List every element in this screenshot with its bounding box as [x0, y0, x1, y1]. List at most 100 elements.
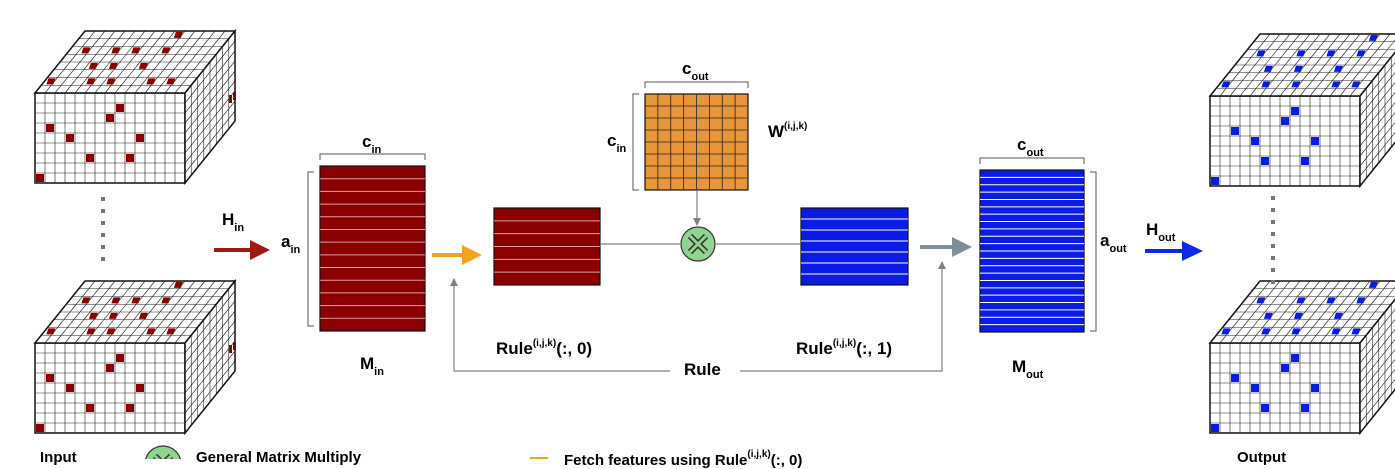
output-cube-top-active-voxel — [1261, 157, 1269, 165]
input-cube-bottom-active-voxel — [136, 384, 144, 392]
c-in-w-bracket — [632, 93, 639, 191]
input-cube-top-active-voxel — [106, 78, 116, 85]
a-in-label: ain — [281, 232, 301, 256]
output-cube-top-active-voxel — [1291, 81, 1301, 88]
legend-fetch-label: Fetch features using Rule(i,j,k)(:, 0) — [564, 449, 803, 469]
output-cube-top-active-voxel — [1301, 157, 1309, 165]
w-label: W(i,j,k) — [768, 121, 808, 141]
output-cube-bottom-active-voxel — [1291, 328, 1301, 335]
input-cube-bottom-active-voxel — [88, 312, 98, 319]
c-out-m-bracket — [979, 157, 1085, 164]
input-cube-top-active-voxel — [173, 31, 183, 38]
input-cube-bottom-active-voxel — [81, 297, 91, 304]
input-cube-bottom-active-voxel — [146, 328, 156, 335]
output-cube-top-active-voxel — [1263, 65, 1273, 72]
c-in-top-bracket — [319, 153, 426, 160]
c-out-top-bracket — [644, 81, 749, 88]
input-cube-top-active-voxel — [116, 104, 124, 112]
legend-gemm-icon — [145, 445, 181, 459]
input-cube-top-active-voxel — [108, 62, 118, 69]
output-cube-bottom-active-voxel — [1301, 404, 1309, 412]
output-cube-top-active-voxel — [1251, 137, 1259, 145]
input-cube-bottom-active-voxel — [173, 281, 183, 288]
input-cube-bottom-active-voxel — [131, 297, 141, 304]
fetch-arrow — [432, 245, 482, 265]
output-cube-top-active-voxel — [1296, 50, 1306, 57]
output-cube-top-active-voxel — [1291, 107, 1299, 115]
input-cube-bottom-active-voxel — [46, 374, 54, 382]
output-cube-top-front-face — [1209, 95, 1361, 187]
input-cube-top-active-voxel — [86, 154, 94, 162]
output-cube-bottom-active-voxel — [1263, 312, 1273, 319]
output-cube-top-active-voxel — [1351, 81, 1361, 88]
input-cube-bottom-active-voxel — [86, 404, 94, 412]
output-cube-top-active-voxel — [1231, 127, 1239, 135]
input-cube-top-active-voxel — [138, 62, 148, 69]
rule-line-left — [450, 278, 670, 372]
input-cube-bottom-active-voxel — [229, 345, 232, 353]
input-cube-bottom-front-face — [34, 342, 186, 434]
output-cube-bottom-active-voxel — [1368, 281, 1378, 288]
output-cube-bottom-active-voxel — [1221, 328, 1231, 335]
output-cube-bottom-active-voxel — [1291, 354, 1299, 362]
output-cube-bottom-front-face — [1209, 342, 1361, 434]
input-cube-top-active-voxel — [229, 95, 232, 103]
rule-label: Rule — [684, 360, 721, 379]
gemm-icon — [680, 226, 716, 262]
h-in-arrow — [214, 240, 270, 260]
m-out-matrix — [979, 169, 1085, 333]
m-in-matrix — [319, 165, 426, 332]
m-out-label: Mout — [1012, 357, 1044, 381]
input-cube-bottom-active-voxel — [111, 297, 121, 304]
output-cube-top-active-voxel — [1256, 50, 1266, 57]
output-cube-bottom-active-voxel — [1256, 297, 1266, 304]
c-out-top-label: cout — [682, 59, 709, 83]
output-cube-bottom-active-voxel — [1326, 297, 1336, 304]
output-cube-bottom-active-voxel — [1356, 297, 1366, 304]
input-cube-bottom-active-voxel — [108, 312, 118, 319]
output-cube-bottom-active-voxel — [1261, 328, 1271, 335]
output-cube-top-active-voxel — [1211, 177, 1219, 185]
product-matrix — [800, 207, 909, 286]
input-cube-top-active-voxel — [161, 47, 171, 54]
input-cube-bottom-active-voxel — [166, 328, 176, 335]
a-in-bracket — [307, 171, 314, 327]
input-cube-top-active-voxel — [111, 47, 121, 54]
output-cube-bottom-active-voxel — [1333, 312, 1343, 319]
rule0-label: Rule(i,j,k)(:, 0) — [496, 338, 593, 358]
output-cube-bottom-active-voxel — [1311, 384, 1319, 392]
input-cube-top — [33, 28, 237, 186]
m-in-body — [319, 165, 426, 332]
output-cube-top-active-voxel — [1368, 34, 1378, 41]
c-in-w-label: cin — [607, 131, 627, 155]
input-cube-top-active-voxel — [233, 92, 236, 100]
h-out-arrow — [1145, 241, 1203, 261]
input-cube-top-active-voxel — [46, 78, 56, 85]
weight-matrix — [644, 93, 749, 191]
rule1-label: Rule(i,j,k)(:, 1) — [796, 338, 893, 358]
rule-line-right — [740, 261, 946, 372]
output-cube-top-active-voxel — [1221, 81, 1231, 88]
gathered-input-matrix — [493, 207, 601, 286]
input-cube-top-active-voxel — [166, 78, 176, 85]
output-cube-bottom-active-voxel — [1261, 404, 1269, 412]
input-cube-bottom-active-voxel — [66, 384, 74, 392]
input-cube-top-active-voxel — [86, 78, 96, 85]
output-cube-top-active-voxel — [1293, 65, 1303, 72]
m-in-label: Min — [360, 354, 384, 378]
output-cube-top-active-voxel — [1333, 65, 1343, 72]
product-body — [800, 207, 909, 286]
voxel-grids — [33, 28, 1395, 436]
input-cube-top-active-voxel — [66, 134, 74, 142]
output-cube-bottom-active-voxel — [1293, 312, 1303, 319]
output-cube-bottom — [1208, 280, 1395, 436]
input-cube-bottom-active-voxel — [161, 297, 171, 304]
input-cube-bottom-active-voxel — [233, 342, 236, 350]
input-cube-top-active-voxel — [81, 47, 91, 54]
input-cube-bottom — [33, 278, 237, 436]
input-cube-top-active-voxel — [126, 154, 134, 162]
input-cube-bottom-active-voxel — [36, 424, 44, 432]
input-cube-top-front-face — [34, 92, 186, 184]
input-cube-top-active-voxel — [46, 124, 54, 132]
input-cube-top-active-voxel — [106, 114, 114, 122]
